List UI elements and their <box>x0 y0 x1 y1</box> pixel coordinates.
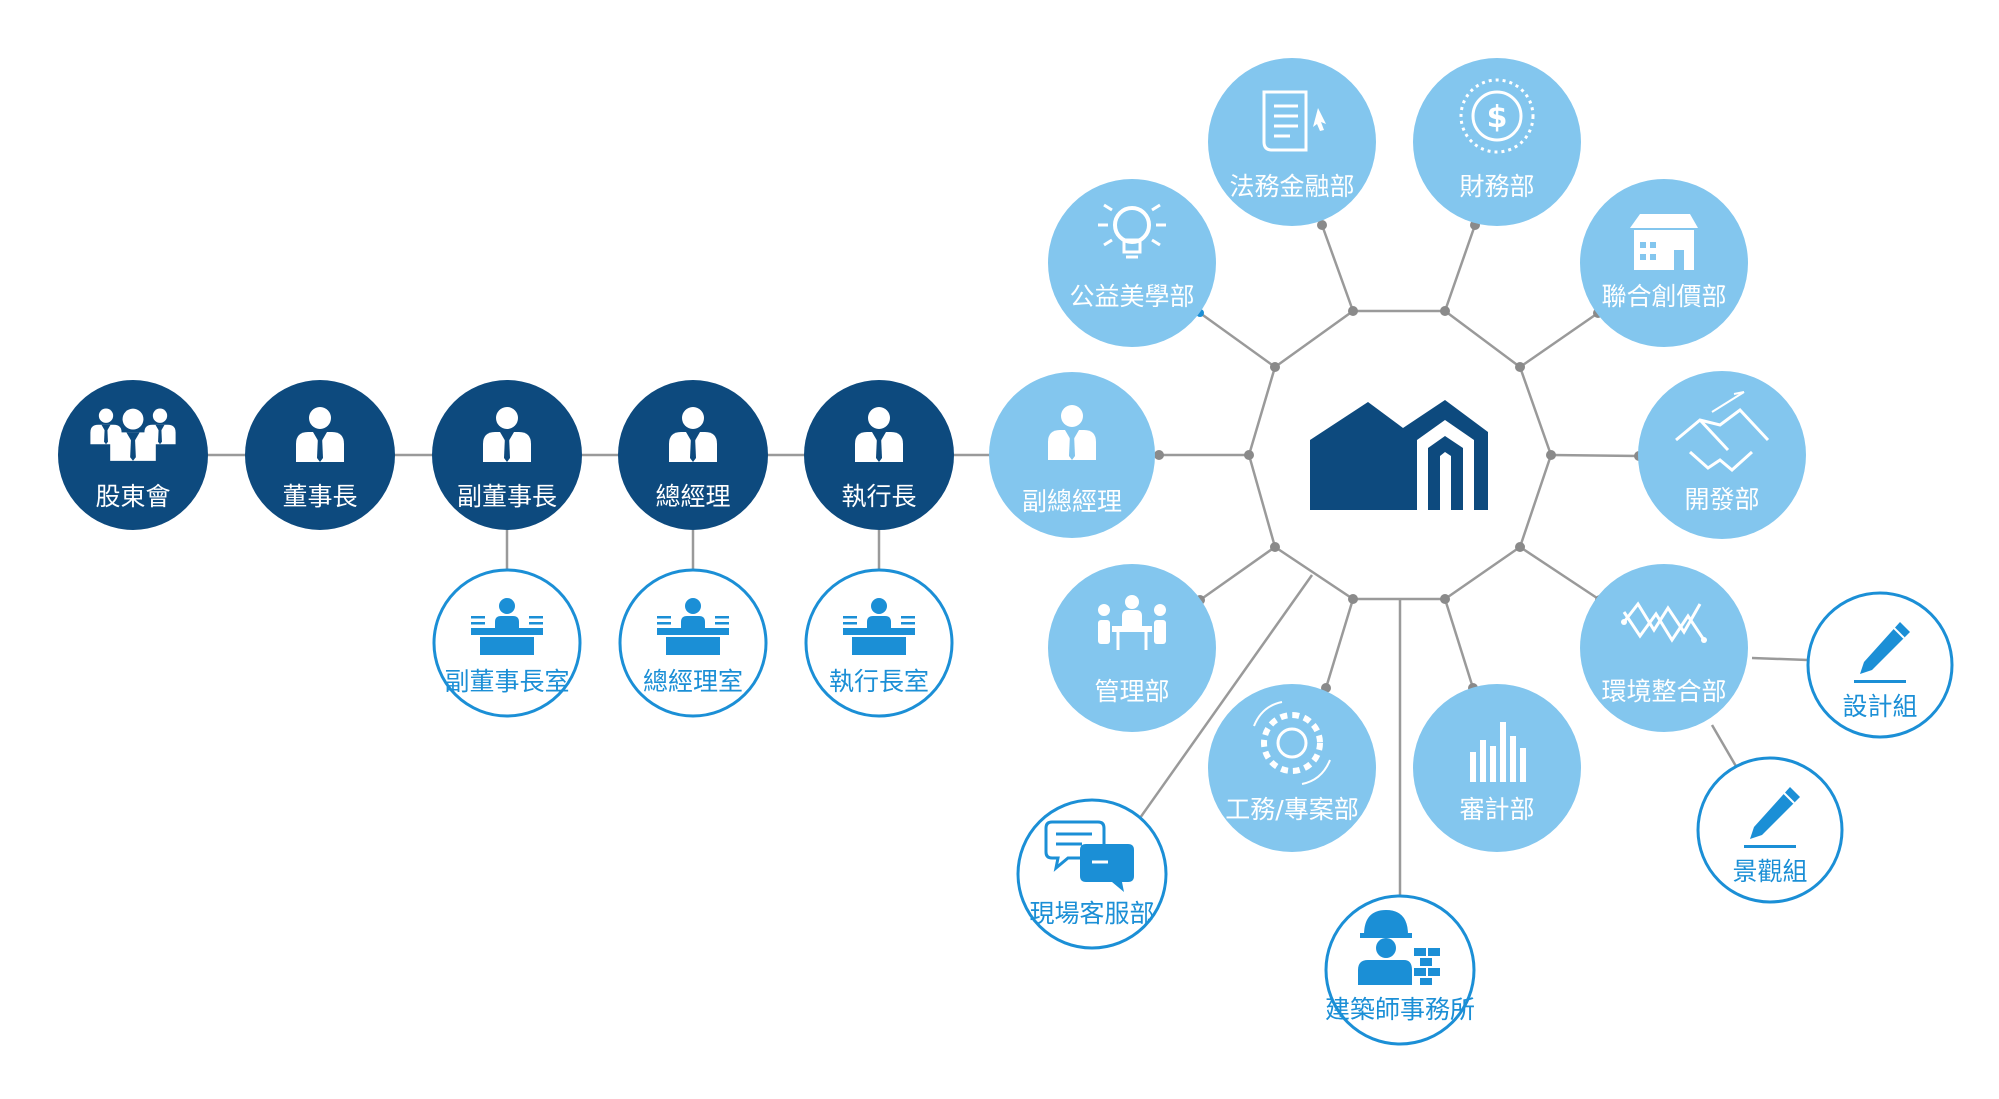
chain-label: 總經理 <box>655 482 730 511</box>
dept-label: 法務金融部 <box>1229 172 1354 201</box>
dept-node-management[interactable]: 管理部 <box>1048 564 1216 732</box>
chain-node-chairman[interactable]: 董事長 <box>245 380 395 530</box>
dept-label: 管理部 <box>1094 677 1169 706</box>
handshake-icon <box>1675 391 1770 472</box>
satellite-node-design[interactable]: 設計組 <box>1806 591 1954 739</box>
dept-label: 工務/專案部 <box>1225 795 1358 824</box>
satellite-label: 現場客服部 <box>1029 899 1154 928</box>
dept-node-legal-finance[interactable]: 法務金融部 <box>1208 58 1376 226</box>
satellite-node-landscape[interactable]: 景觀組 <box>1696 756 1844 904</box>
satellite-label: 景觀組 <box>1732 857 1807 886</box>
office-label: 副董事長室 <box>444 667 569 696</box>
svg-text:$: $ <box>1487 100 1508 135</box>
lightbulb-icon <box>1098 203 1166 259</box>
office-label: 執行長室 <box>829 667 929 696</box>
office-label: 總經理室 <box>643 667 743 696</box>
construction-worker-icon <box>1358 910 1440 985</box>
company-house-logo-icon <box>1310 400 1488 510</box>
dollar-coin-icon: $ <box>1459 78 1535 154</box>
dept-label: 審計部 <box>1459 795 1534 824</box>
satellite-node-architect-firm[interactable]: 建築師事務所 <box>1324 894 1476 1046</box>
dept-label: 聯合創價部 <box>1601 282 1726 311</box>
gear-icon <box>1253 701 1331 785</box>
chain-label: 執行長 <box>841 482 916 511</box>
chain-label: 股東會 <box>95 482 170 511</box>
building-icon <box>1630 214 1698 270</box>
deputy-node[interactable]: 副總經理 <box>989 372 1155 538</box>
chain-label: 副董事長 <box>457 482 557 511</box>
bar-chart-icon <box>1470 722 1526 782</box>
dept-label: 公益美學部 <box>1069 282 1194 311</box>
chain-node-shareholders[interactable]: 股東會 <box>58 380 208 530</box>
office-node-ceo[interactable]: 執行長室 <box>804 568 954 718</box>
dept-label: 環境整合部 <box>1601 677 1726 706</box>
dept-node-finance[interactable]: $ 財務部 <box>1413 58 1581 226</box>
dept-node-development[interactable]: 開發部 <box>1638 371 1806 539</box>
chain-node-vice-chairman[interactable]: 副董事長 <box>432 380 582 530</box>
document-scroll-icon <box>1262 90 1326 152</box>
deputy-label: 副總經理 <box>1022 487 1122 516</box>
meeting-table-icon <box>1098 595 1166 650</box>
dept-node-audit[interactable]: 審計部 <box>1413 684 1581 852</box>
satellite-label: 建築師事務所 <box>1325 995 1475 1024</box>
chart-lines-icon <box>1621 601 1707 643</box>
dept-node-public-aesthetics[interactable]: 公益美學部 <box>1048 179 1216 347</box>
chat-bubbles-icon <box>1044 820 1134 892</box>
dept-label: 財務部 <box>1459 172 1534 201</box>
dept-node-engineering-projects[interactable]: 工務/專案部 <box>1208 684 1376 852</box>
chain-node-ceo[interactable]: 執行長 <box>804 380 954 530</box>
satellite-label: 設計組 <box>1842 692 1917 721</box>
dept-node-environment-integration[interactable]: 環境整合部 <box>1580 564 1748 732</box>
office-node-vice-chairman[interactable]: 副董事長室 <box>432 568 582 718</box>
chain-node-general-manager[interactable]: 總經理 <box>618 380 768 530</box>
dept-label: 開發部 <box>1684 485 1759 514</box>
satellite-node-site-service[interactable]: 現場客服部 <box>1016 798 1168 950</box>
dept-node-joint-value[interactable]: 聯合創價部 <box>1580 179 1748 347</box>
office-node-general-manager[interactable]: 總經理室 <box>618 568 768 718</box>
chain-label: 董事長 <box>282 482 357 511</box>
